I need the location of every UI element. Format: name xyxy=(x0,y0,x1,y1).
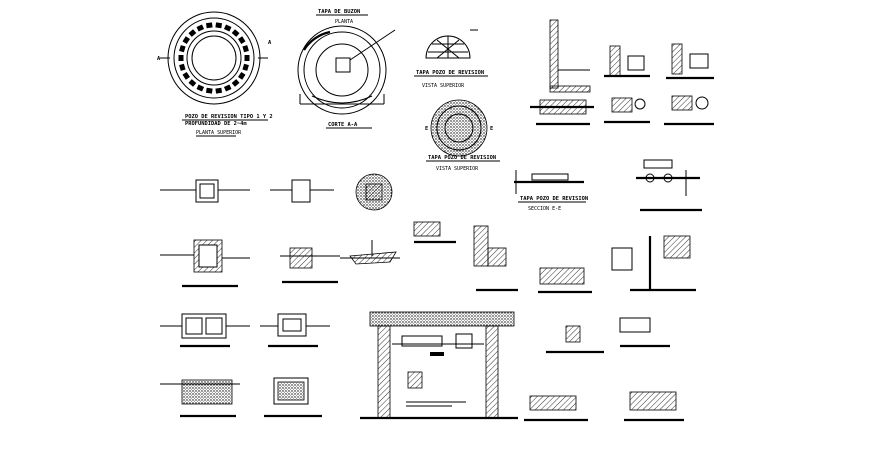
bottom-right-details xyxy=(524,317,684,422)
cover-grate-title: TAPA POZO DE REVISION xyxy=(428,155,496,161)
chamber-sections-row3 xyxy=(160,221,696,294)
pipe-detail-subtitle: SECCION E-E xyxy=(528,206,561,212)
ring-block xyxy=(215,22,223,29)
cover-half-subtitle: VISTA SUPERIOR xyxy=(422,83,465,89)
ring-block xyxy=(238,71,246,80)
pipe-detail: TAPA POZO DE REVISION SECCION E-E xyxy=(514,170,588,212)
manhole-title-line1: POZO DE REVISION TIPO 1 Y 2 xyxy=(185,114,273,120)
ring-block xyxy=(242,45,249,53)
ring-block xyxy=(223,84,232,92)
ring-block xyxy=(242,63,249,71)
svg-text:E: E xyxy=(425,126,428,132)
ring-block xyxy=(244,55,250,61)
pipe-detail-title: TAPA POZO DE REVISION xyxy=(520,196,588,202)
ring-block xyxy=(205,87,213,94)
ring-block xyxy=(188,29,197,37)
building-section xyxy=(360,311,518,420)
ring-block xyxy=(215,87,223,94)
manhole-title-line2: PROFUNDIDAD DE 2~4m xyxy=(185,121,247,127)
ring-block xyxy=(231,29,240,37)
cover-ring-subtitle: PLANTA xyxy=(335,19,353,25)
wall-sections-top-right xyxy=(530,19,714,126)
ring-block xyxy=(178,55,184,61)
cover-grate-detail: E E TAPA POZO DE REVISION VISTA SUPERIOR xyxy=(425,99,500,172)
cover-half-title: TAPA POZO DE REVISION xyxy=(416,70,484,76)
manhole-plan-view: A A POZO DE REVISION TIPO 1 Y 2 PROFUNDI… xyxy=(157,11,273,137)
ring-block xyxy=(188,79,197,87)
ring-block xyxy=(179,63,186,71)
svg-text:A: A xyxy=(157,56,161,62)
ring-block xyxy=(196,84,205,92)
svg-text:A: A xyxy=(268,40,272,46)
ring-block xyxy=(238,36,246,45)
cover-half-detail: TAPA POZO DE REVISION VISTA SUPERIOR xyxy=(414,29,488,89)
valve-detail xyxy=(636,159,702,212)
chambers-row5 xyxy=(160,377,322,418)
ring-block xyxy=(223,24,232,32)
ring-block xyxy=(231,79,240,87)
ring-block xyxy=(182,36,190,45)
ring-block xyxy=(179,45,186,53)
cover-ring-title: TAPA DE BUZON xyxy=(318,9,360,15)
box-plans-row4 xyxy=(160,313,330,348)
small-box-sections xyxy=(160,173,393,211)
ring-block xyxy=(196,24,205,32)
cover-ring-plan: TAPA DE BUZON PLANTA CORTE A-A xyxy=(297,9,396,129)
cover-grate-subtitle: VISTA SUPERIOR xyxy=(436,166,479,172)
svg-text:E: E xyxy=(490,126,493,132)
ring-block xyxy=(182,71,190,80)
ring-block xyxy=(205,22,213,29)
cover-ring-bottom-label: CORTE A-A xyxy=(328,122,358,128)
manhole-subtitle: PLANTA SUPERIOR xyxy=(196,130,242,136)
